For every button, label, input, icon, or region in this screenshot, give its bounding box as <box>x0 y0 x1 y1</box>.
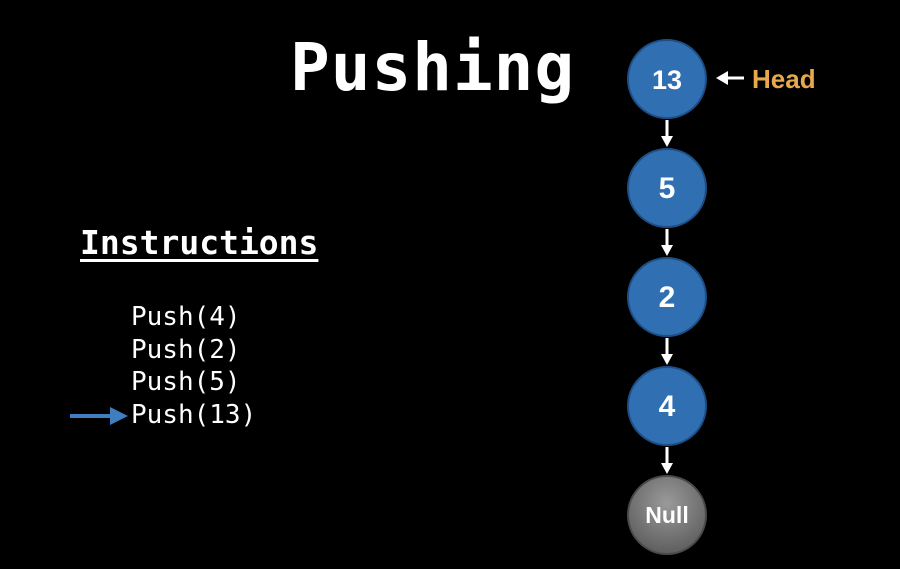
instructions-heading: Instructions <box>80 223 319 262</box>
stack-node: 13 <box>627 39 707 119</box>
node-value: 13 <box>652 65 682 95</box>
head-label: Head <box>752 64 816 94</box>
head-pointer: Head <box>716 64 816 94</box>
null-node-circle <box>627 475 707 555</box>
node-value: 4 <box>659 390 676 423</box>
instruction-item: Push(5) <box>131 367 241 397</box>
arrow-down-icon <box>661 136 673 147</box>
null-node: Null <box>627 475 707 555</box>
node-circle <box>627 39 707 119</box>
null-node-label: Null <box>645 502 688 528</box>
stack-node: 4 <box>627 366 707 446</box>
head-arrow-icon <box>716 71 728 85</box>
arrow-down-icon <box>661 245 673 256</box>
current-instruction-arrow-icon <box>70 407 128 425</box>
instruction-item-current: Push(13) <box>131 399 257 430</box>
stack-node: 2 <box>627 257 707 337</box>
arrow-head <box>110 407 128 425</box>
node-value: 2 <box>659 281 676 314</box>
node-circle <box>627 148 707 228</box>
slide-title: Pushing <box>290 29 576 106</box>
instructions-list: Push(4) Push(2) Push(5) Push(13) <box>131 301 256 431</box>
node-value: 5 <box>659 172 676 205</box>
arrow-down-icon <box>661 463 673 474</box>
stack-node: 5 <box>627 148 707 228</box>
arrow-down-icon <box>661 354 673 365</box>
instruction-item: Push(2) <box>131 334 241 365</box>
node-circle <box>627 257 707 337</box>
instruction-item: Push(4) <box>131 302 241 332</box>
node-circle <box>627 366 707 446</box>
